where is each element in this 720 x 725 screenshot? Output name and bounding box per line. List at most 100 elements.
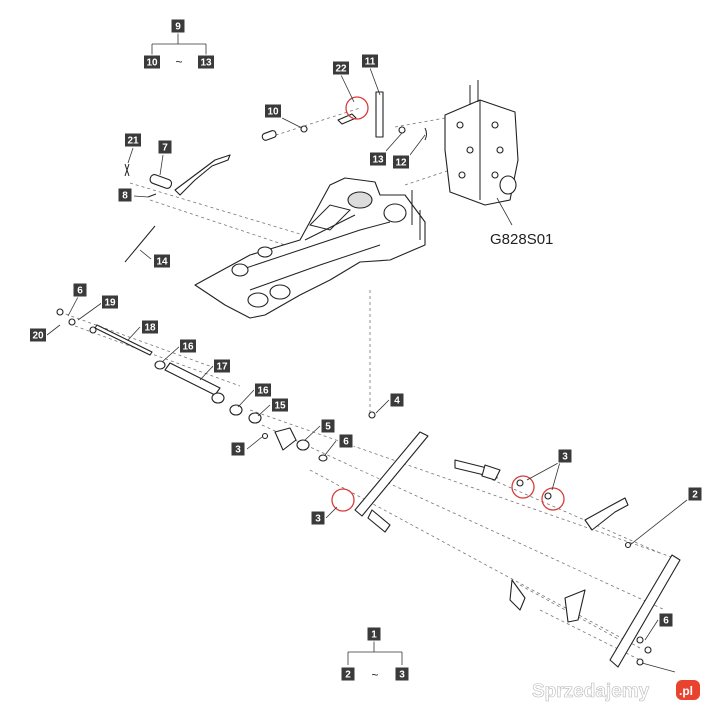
callout-badge-box	[170, 18, 186, 34]
callout-badge-box	[101, 294, 119, 310]
callout-number: 16	[257, 386, 269, 397]
highlight-circle-3-mid	[511, 475, 535, 499]
callout-c-20: 20	[29, 327, 47, 343]
callout-c-3c: 3	[557, 448, 573, 464]
range-symbol-bottom: ~	[371, 668, 378, 682]
callout-number: 22	[335, 64, 347, 75]
watermark-suffix: .pl	[679, 684, 693, 698]
callout-badge-box	[392, 154, 410, 170]
callout-badge-box	[361, 53, 379, 69]
highlight-circle-3-right	[541, 487, 565, 511]
callout-c-5: 5	[320, 418, 336, 434]
callout-badge-box	[271, 397, 289, 413]
upper-small-parts	[124, 91, 427, 263]
callout-number: 3	[399, 670, 405, 681]
callout-c-21: 21	[124, 132, 142, 148]
callout-badge-box	[72, 282, 88, 298]
callout-c-2b: 2	[340, 666, 356, 682]
callout-c-7: 7	[157, 139, 173, 155]
callout-badge-box	[687, 486, 703, 502]
callout-c-18: 18	[141, 319, 159, 335]
callout-c-15: 15	[271, 397, 289, 413]
callout-badge-box	[141, 319, 159, 335]
callout-number: 6	[663, 616, 669, 627]
control-levers	[354, 431, 681, 668]
callout-badge-box	[338, 433, 354, 449]
callout-badge-box	[29, 327, 47, 343]
callout-c-8: 8	[117, 187, 133, 203]
callout-c-22: 22	[332, 60, 350, 76]
callout-number: 11	[365, 57, 376, 68]
callout-c-11: 11	[361, 53, 379, 69]
callout-number: 2	[345, 670, 351, 681]
callout-badge-box	[332, 60, 350, 76]
callout-badge-box	[366, 626, 382, 642]
callout-number: 3	[562, 452, 568, 463]
callout-c-16b: 16	[254, 382, 272, 398]
cross-shaft-parts	[56, 308, 376, 462]
callout-badge-box	[320, 418, 336, 434]
callout-number: 16	[182, 342, 194, 353]
callout-number: 12	[395, 158, 407, 169]
callout-c-13a: 13	[197, 54, 215, 70]
callout-c-17: 17	[213, 358, 231, 374]
callout-badge-box	[557, 448, 573, 464]
callout-badge-box	[179, 338, 197, 354]
callout-number: 21	[127, 136, 139, 147]
callout-number: 13	[372, 155, 384, 166]
callout-number: 3	[315, 514, 321, 525]
highlight-circle-3-left	[331, 488, 355, 512]
callout-number: 7	[162, 143, 168, 154]
callout-c-3a: 3	[230, 441, 246, 457]
callout-c-12: 12	[392, 154, 410, 170]
callout-number: 6	[77, 286, 83, 297]
callout-badge-box	[264, 103, 282, 119]
callout-number: 4	[394, 396, 400, 407]
callout-number: 20	[32, 331, 44, 342]
callout-c-4: 4	[389, 392, 405, 408]
callout-badge-box	[153, 253, 171, 269]
callout-number: 2	[692, 490, 698, 501]
callout-number: 6	[343, 437, 349, 448]
callout-number: 18	[144, 323, 156, 334]
callout-number: 10	[267, 107, 279, 118]
callout-c-19: 19	[101, 294, 119, 310]
callout-c-2a: 2	[687, 486, 703, 502]
callout-badge-box	[658, 612, 674, 628]
callout-c-10a: 10	[143, 54, 161, 70]
watermark-badge	[676, 680, 700, 700]
callout-number: 17	[216, 362, 228, 373]
watermark: Sprzedajemy .pl	[532, 680, 700, 702]
callout-number: 13	[200, 58, 212, 69]
callout-number: 8	[122, 191, 128, 202]
callout-badge-box	[124, 132, 142, 148]
callout-c-1: 1	[366, 626, 382, 642]
callout-number: 3	[235, 445, 241, 456]
callout-badge-box	[197, 54, 215, 70]
callout-badge-box	[143, 54, 161, 70]
callout-badge-box	[117, 187, 133, 203]
watermark-text: Sprzedajemy	[532, 681, 650, 702]
callout-badge-box	[389, 392, 405, 408]
callout-badge-box	[157, 139, 173, 155]
callout-c-3d: 3	[394, 666, 410, 682]
callout-c-14: 14	[153, 253, 171, 269]
highlight-markers	[331, 96, 565, 512]
highlight-circle-22	[345, 96, 369, 120]
callout-number: 1	[371, 630, 377, 641]
assembly-guide-lines	[59, 107, 681, 661]
callout-leaders	[46, 33, 688, 673]
lift-housing	[194, 177, 426, 319]
callout-badge-box	[213, 358, 231, 374]
callout-badge-box	[340, 666, 356, 682]
callout-c-9: 9	[170, 18, 186, 34]
callout-c-6b: 6	[338, 433, 354, 449]
callout-number: 5	[325, 422, 331, 433]
callout-number: 15	[274, 401, 286, 412]
assembly-label: G828S01	[490, 231, 553, 248]
callout-c-13b: 13	[369, 151, 387, 167]
callout-number: 19	[104, 298, 116, 309]
callout-badge-box	[254, 382, 272, 398]
